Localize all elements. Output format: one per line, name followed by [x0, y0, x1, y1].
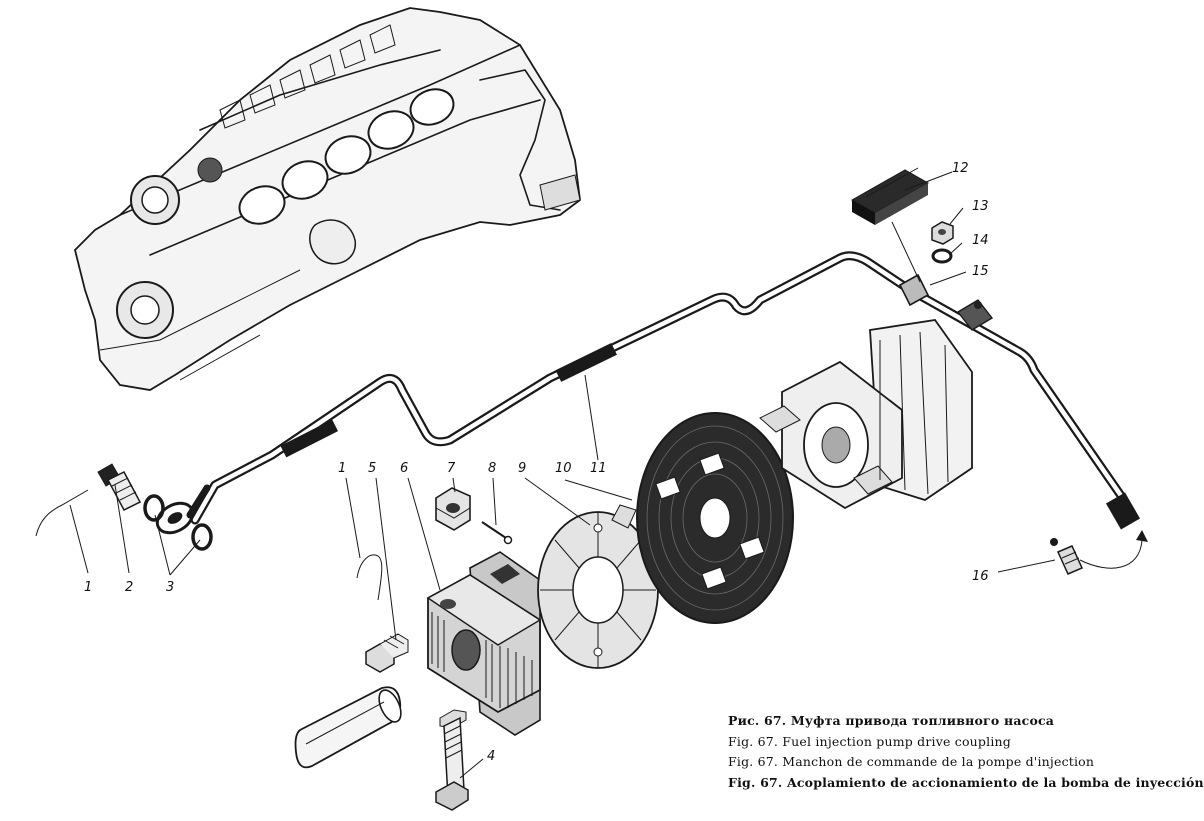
pump-drive-housing — [759, 319, 973, 510]
part-13-nut — [931, 221, 954, 245]
caption-spanish: Fig. 67. Acoplamiento de accionamiento d… — [728, 774, 1204, 790]
label-16: 16 — [972, 569, 989, 584]
part-14-washer — [931, 248, 953, 264]
part-number-labels: 1 2 3 4 1 5 6 7 8 9 10 11 12 13 14 15 16 — [84, 161, 989, 764]
label-9: 9 — [518, 461, 526, 476]
caption-russian: Рис. 67. Муфта привода топливного насоса — [728, 713, 1055, 728]
part-12-clamp-strip — [850, 167, 930, 225]
label-1-middle: 1 — [338, 461, 346, 476]
part-5-bolt — [365, 633, 409, 673]
label-8: 8 — [488, 461, 496, 476]
label-2: 2 — [125, 580, 133, 595]
part-2-union-fitting — [97, 463, 142, 511]
label-6: 6 — [400, 461, 408, 476]
label-11: 11 — [590, 461, 607, 476]
label-14: 14 — [972, 233, 989, 248]
label-3: 3 — [166, 580, 174, 595]
part-1-lock-wire-middle — [356, 554, 383, 601]
part-6-coupling-half — [426, 551, 542, 736]
leader-lines — [69, 171, 1056, 779]
label-4: 4 — [487, 749, 495, 764]
figure-captions: Рис. 67. Муфта привода топливного насоса… — [728, 711, 1204, 793]
label-5: 5 — [368, 461, 376, 476]
sleeve-cylinder — [294, 686, 402, 769]
part-15-clamp — [898, 273, 994, 331]
part-3-sealing-washers — [143, 494, 213, 551]
label-13: 13 — [972, 199, 989, 214]
part-7-nut — [435, 487, 471, 531]
caption-english: Fig. 67. Fuel injection pump drive coupl… — [728, 733, 1011, 749]
part-1-lock-wire-left — [35, 489, 89, 537]
part-10-drive-disc — [636, 412, 794, 624]
part-16-nipple — [1050, 530, 1148, 575]
caption-french: Fig. 67. Manchon de commande de la pompe… — [728, 754, 1095, 769]
part-8-cotter-pin — [481, 521, 513, 545]
fuel-pipe — [155, 251, 1141, 535]
part-9-driving-flange — [537, 504, 659, 669]
engine-block — [74, 7, 581, 391]
label-12: 12 — [952, 161, 969, 176]
label-15: 15 — [972, 264, 989, 279]
label-1-left: 1 — [84, 580, 92, 595]
part-4-long-bolt — [435, 709, 469, 811]
label-10: 10 — [555, 461, 572, 476]
label-7: 7 — [447, 461, 456, 476]
